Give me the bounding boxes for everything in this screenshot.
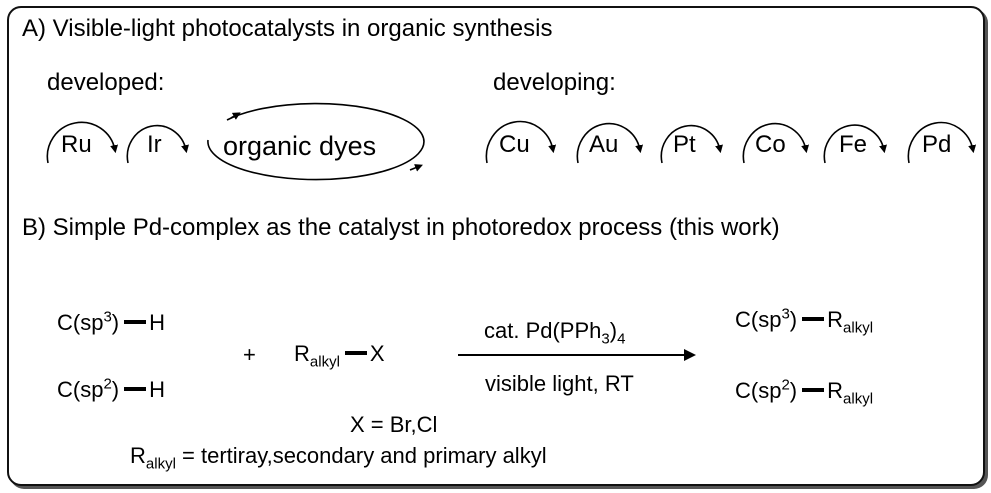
catalyst-organic-dyes: organic dyes <box>223 131 377 161</box>
bond-line <box>124 320 147 325</box>
pd-cycle <box>907 121 977 164</box>
catalyst-label: cat. Pd(PPh3)4 <box>484 318 626 348</box>
bond-line <box>344 351 367 356</box>
bond-line <box>124 387 147 392</box>
catalyst-pd: Pd <box>922 131 952 158</box>
bond-line <box>802 388 825 393</box>
catalyst-ru: Ru <box>61 131 92 158</box>
reactant-csp2-h: C(sp2)H <box>57 375 166 402</box>
reactant-csp3-h: C(sp3)H <box>57 308 166 335</box>
ir-cycle <box>126 124 189 164</box>
cu-cycle <box>485 120 557 164</box>
ru-cycle <box>46 121 119 164</box>
fe-cycle <box>823 124 887 164</box>
au-cycle <box>576 122 644 164</box>
organic-dyes-cycle <box>207 102 425 181</box>
catalyst-co: Co <box>755 131 786 158</box>
scheme-frame <box>7 6 985 486</box>
catalyst-ir: Ir <box>147 131 162 158</box>
catalyst-fe: Fe <box>839 131 868 158</box>
developing-label: developing: <box>493 69 616 96</box>
reaction-arrow-head <box>684 349 696 361</box>
pt-cycle <box>660 124 723 164</box>
catalyst-au: Au <box>589 131 619 158</box>
section-a-title: A) Visible-light photocatalysts in organ… <box>22 15 553 42</box>
section-b-title: B) Simple Pd-complex as the catalyst in … <box>22 214 780 241</box>
reaction-arrow <box>458 354 690 356</box>
co-cycle <box>742 122 810 164</box>
r-definition: Ralkyl = tertiray,secondary and primary … <box>130 443 547 473</box>
developed-label: developed: <box>47 69 165 96</box>
catalyst-cu: Cu <box>499 131 530 158</box>
product-csp2-ralkyl: C(sp2)Ralkyl <box>735 376 874 408</box>
bond-line <box>802 317 825 322</box>
catalyst-pt: Pt <box>673 131 696 158</box>
conditions-label: visible light, RT <box>485 371 634 396</box>
plus-sign: + <box>243 342 256 367</box>
x-definition: X = Br,Cl <box>350 412 438 437</box>
product-csp3-ralkyl: C(sp3)Ralkyl <box>735 305 874 337</box>
